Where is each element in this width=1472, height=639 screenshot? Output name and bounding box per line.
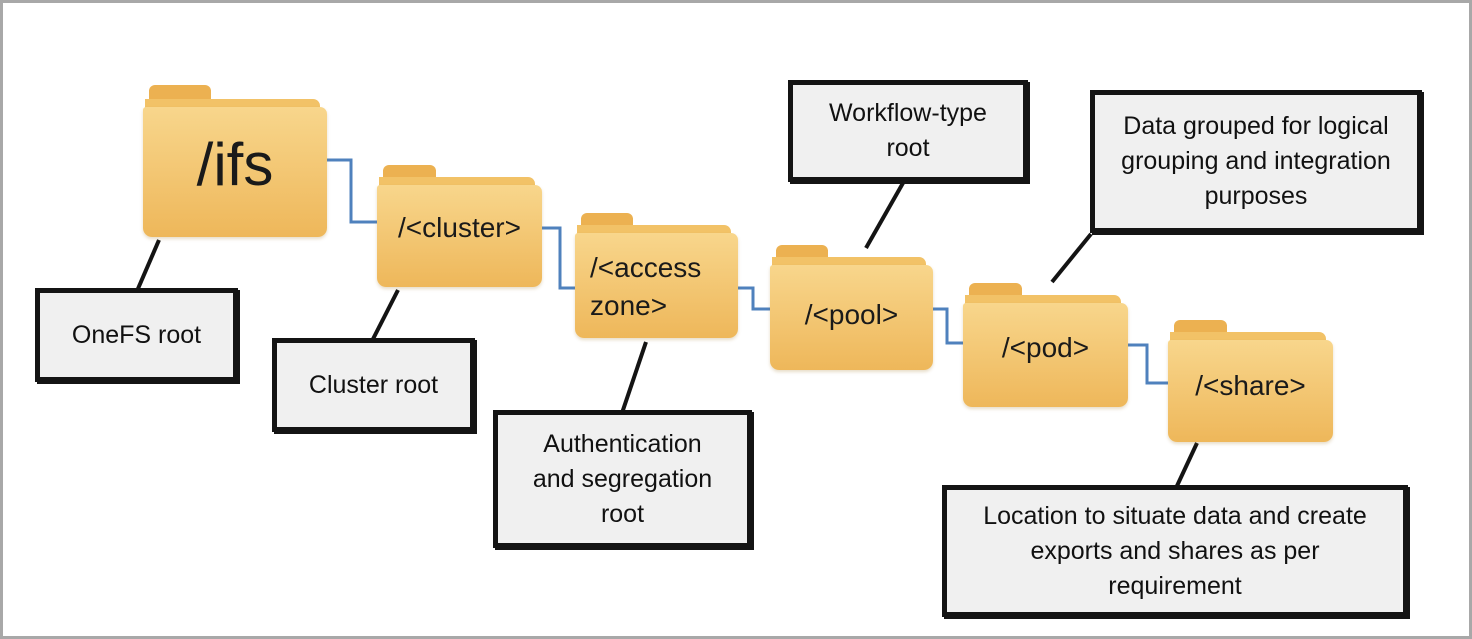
callout-line: exports and shares as per — [1030, 536, 1320, 565]
folder-label-cluster: /<cluster> — [398, 212, 521, 243]
callout-line: and segregation — [532, 464, 713, 493]
connector-pod-share — [1128, 343, 1168, 385]
callout-line: grouping and integration — [1121, 147, 1391, 175]
callout-share-purpose: Location to situate data and create expo… — [942, 485, 1408, 617]
callout-line: Workflow-type — [829, 99, 987, 127]
folder-pool: /<pool> — [770, 245, 933, 370]
folder-body: /<access zone> — [575, 233, 738, 338]
folder-body: /<cluster> — [377, 185, 542, 287]
folder-pod: /<pod> — [963, 283, 1128, 407]
leader-podpurpose-pod — [1050, 232, 1093, 284]
callout-workflow-type-root: Workflow-type root — [788, 80, 1028, 182]
callout-line: root — [886, 134, 930, 162]
folder-body: /<pod> — [963, 303, 1128, 407]
leader-workflowroot-pool — [864, 182, 905, 249]
folder-cluster: /<cluster> — [377, 165, 542, 287]
callout-authentication-root: Authentication and segregation root — [493, 410, 752, 548]
folder-label-pod: /<pod> — [1001, 332, 1090, 363]
folder-access-zone: /<access zone> — [575, 213, 738, 338]
folder-body: /ifs — [143, 107, 327, 237]
folder-label-pool: /<pool> — [804, 298, 899, 330]
callout-line: OneFS root — [71, 320, 202, 349]
folder-body: /<pool> — [770, 265, 933, 370]
callout-pod-purpose: Data grouped for logical grouping and in… — [1090, 90, 1422, 233]
callout-line: Authentication — [543, 429, 702, 458]
folder-label-line: zone> — [590, 290, 668, 321]
folder-label-line: /<access — [590, 252, 702, 283]
callout-line: root — [600, 499, 645, 528]
connector-ifs-cluster — [327, 158, 377, 224]
folder-ifs: /ifs — [143, 85, 327, 237]
callout-line: purposes — [1204, 182, 1308, 210]
callout-line: Data grouped for logical — [1123, 112, 1389, 140]
leader-share-sharepurpose — [1174, 442, 1199, 489]
callout-onefs-root: OneFS root — [35, 288, 238, 382]
callout-cluster-root: Cluster root — [272, 338, 475, 432]
folder-share: /<share> — [1168, 320, 1333, 442]
folder-label-share: /<share> — [1195, 370, 1306, 401]
callout-line: requirement — [1108, 571, 1242, 600]
folder-label-access-zone: /<access zone> — [590, 249, 701, 325]
connector-pool-pod — [933, 307, 963, 345]
callout-line: Location to situate data and create — [983, 501, 1367, 530]
leader-accesszone-authroot — [620, 341, 648, 414]
leader-ifs-onefsroot — [135, 239, 161, 292]
leader-cluster-clusterroot — [370, 289, 400, 342]
connector-accesszone-pool — [738, 286, 770, 311]
callout-line: Cluster root — [308, 370, 439, 399]
folder-label-ifs: /ifs — [196, 130, 274, 198]
connector-cluster-accesszone — [542, 226, 575, 290]
folder-body: /<share> — [1168, 340, 1333, 442]
